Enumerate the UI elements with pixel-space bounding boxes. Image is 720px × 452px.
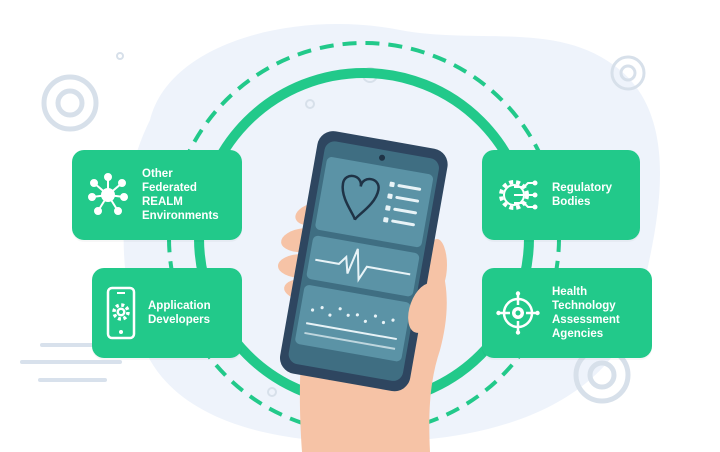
network-nodes-icon [86,173,130,217]
ecg-line [315,248,411,283]
smartphone-illustration [279,131,448,392]
chart-dots [310,306,395,325]
target-crosshair-icon [496,291,540,335]
card-hta-agencies: Health Technology Assessment Agencies [482,268,652,358]
card-application-developers: Application Developers [92,268,242,358]
card-label: Regulatory Bodies [552,182,613,208]
circuit-gear-icon [496,173,540,217]
heart-icon [341,174,380,221]
card-federated-realm: Other Federated REALM Environments [72,150,242,240]
mobile-gear-icon [106,286,136,340]
card-label: Application Developers [148,300,211,326]
chart-panel [295,285,411,362]
motion-lines [20,343,122,382]
card-label: Health Technology Assessment Agencies [552,286,620,340]
checklist-lines [383,181,422,227]
thumb [408,283,440,333]
decor-rings [41,52,646,404]
card-regulatory-bodies: Regulatory Bodies [482,150,640,240]
ecg-panel [306,235,420,297]
card-label: Other Federated REALM Environments [142,168,219,222]
